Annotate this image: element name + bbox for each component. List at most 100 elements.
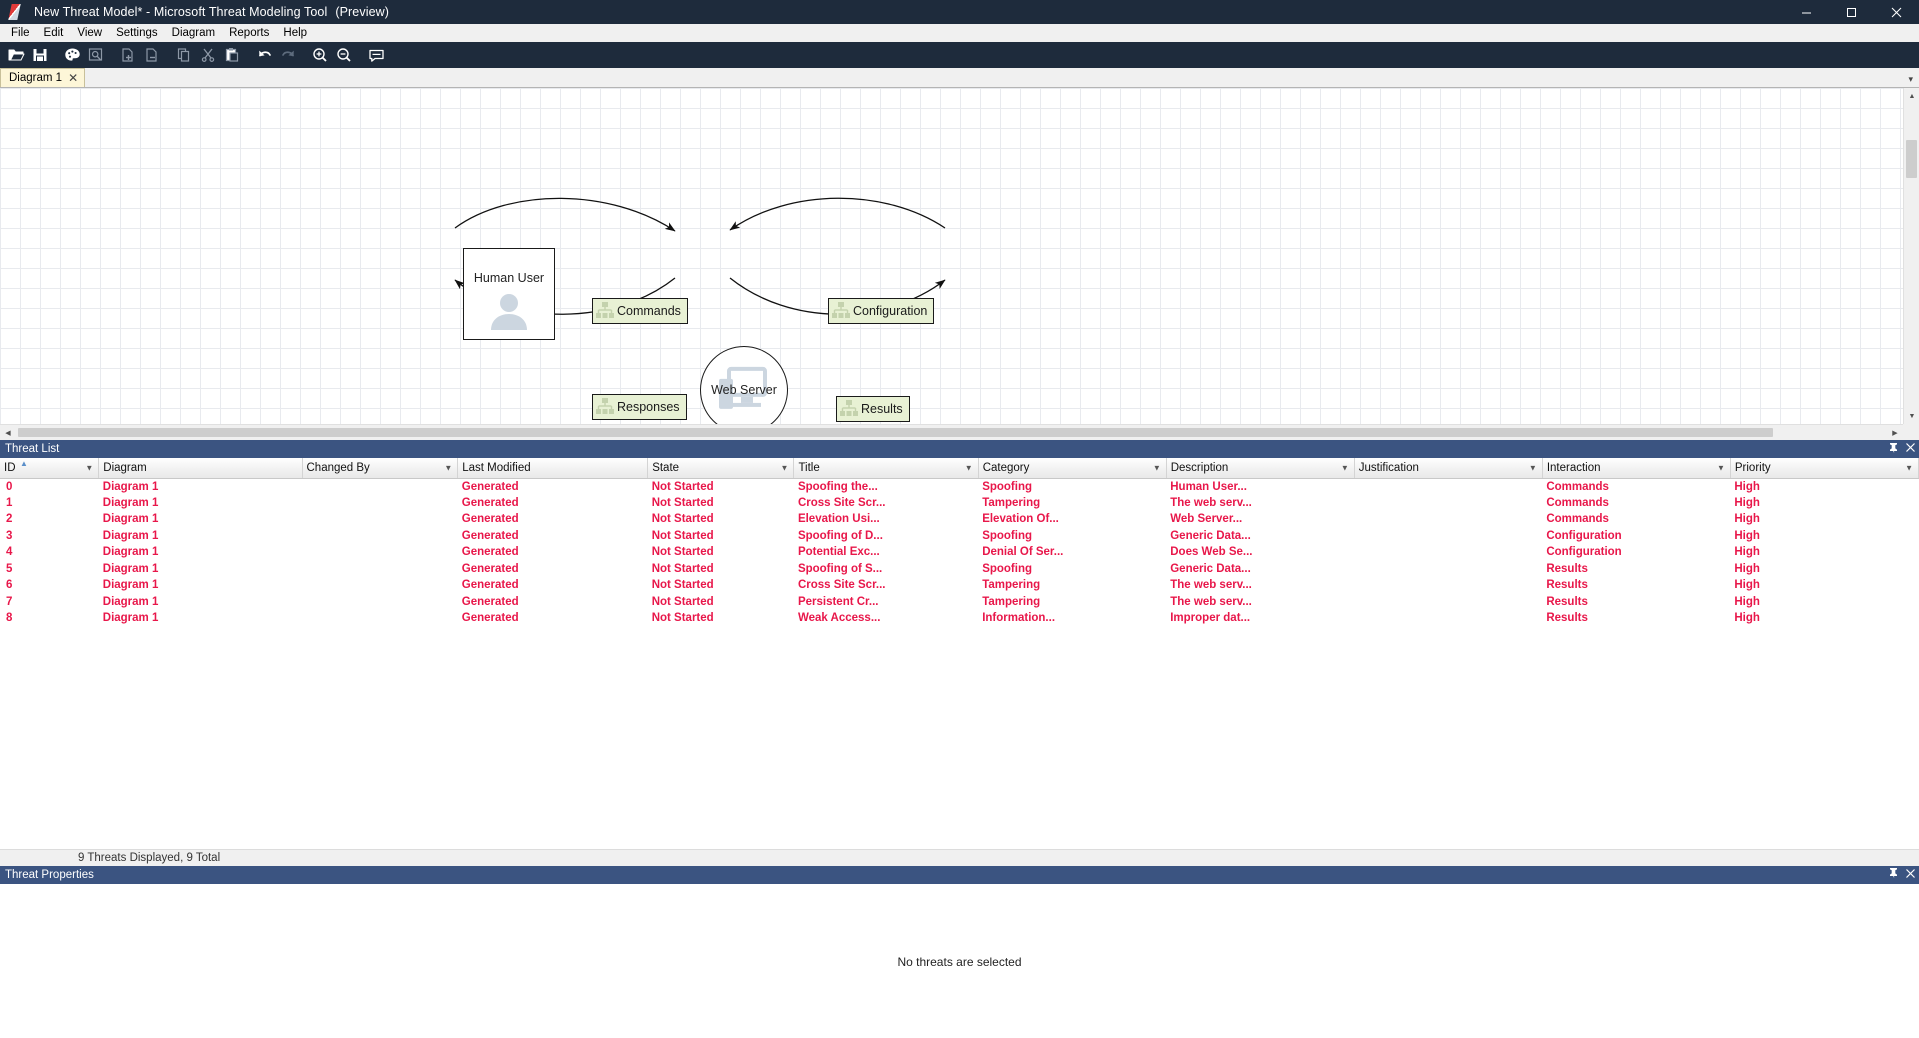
- threat-cell-state: Not Started: [651, 496, 714, 509]
- scroll-down-icon[interactable]: ▼: [1908, 412, 1916, 420]
- window-title-text: New Threat Model* - Microsoft Threat Mod…: [34, 5, 328, 19]
- threat-cell-changed_by: [302, 511, 458, 528]
- threat-cell-diagram: Diagram 1: [102, 562, 159, 575]
- threat-cell-justification: [1354, 577, 1542, 594]
- menu-item-settings[interactable]: Settings: [116, 27, 158, 39]
- column-filter-chevron-down-icon[interactable]: ▼: [1905, 463, 1913, 473]
- horizontal-scroll-thumb[interactable]: [18, 428, 1773, 437]
- threat-column-header-description[interactable]: Description▼: [1166, 458, 1355, 479]
- redo-icon[interactable]: [276, 43, 300, 67]
- threat-column-header-id[interactable]: ID▲▼: [0, 458, 100, 479]
- diagram-canvas-area: Human User Web Server Generic Data Store…: [0, 88, 1919, 440]
- threat-column-header-state[interactable]: State▼: [647, 458, 795, 479]
- threat-cell-priority: High: [1734, 513, 1760, 526]
- threat-cell-last_modified: Generated: [461, 480, 519, 493]
- design-palette-icon[interactable]: [60, 43, 84, 67]
- column-filter-chevron-down-icon[interactable]: ▼: [964, 463, 973, 473]
- column-filter-chevron-down-icon[interactable]: ▼: [780, 463, 789, 473]
- pin-icon[interactable]: [1889, 868, 1898, 881]
- column-filter-chevron-down-icon[interactable]: ▼: [444, 463, 453, 473]
- diagram-flow-label-configuration[interactable]: Configuration: [828, 298, 935, 324]
- add-diagram-icon[interactable]: [116, 43, 140, 67]
- menu-item-edit[interactable]: Edit: [43, 27, 64, 39]
- threat-column-header-category[interactable]: Category▼: [978, 458, 1167, 479]
- tab-diagram-1[interactable]: Diagram 1 ✕: [0, 68, 86, 87]
- open-icon[interactable]: [4, 43, 28, 67]
- panel-close-icon[interactable]: [1906, 868, 1915, 881]
- tab-close-icon[interactable]: ✕: [68, 71, 79, 85]
- maximize-icon[interactable]: [1829, 0, 1874, 24]
- menu-item-view[interactable]: View: [77, 27, 103, 39]
- threat-cell-interaction: Commands: [1546, 480, 1609, 493]
- threat-column-header-title[interactable]: Title▼: [793, 458, 979, 479]
- canvas-vertical-scrollbar[interactable]: ▲ ▼: [1903, 88, 1919, 424]
- zoom-in-icon[interactable]: [308, 43, 332, 67]
- toolbar-separator: [244, 43, 252, 67]
- diagram-flow-label-responses[interactable]: Responses: [592, 394, 687, 420]
- threat-cell-interaction: Configuration: [1546, 546, 1622, 559]
- scroll-right-icon[interactable]: ▶: [1892, 430, 1898, 437]
- minimize-icon[interactable]: [1784, 0, 1829, 24]
- comment-icon[interactable]: [364, 43, 388, 67]
- threat-column-header-justification[interactable]: Justification▼: [1354, 458, 1543, 479]
- flow-label-text: Responses: [617, 399, 680, 414]
- paste-icon[interactable]: [220, 43, 244, 67]
- threat-cell-priority: High: [1734, 612, 1760, 625]
- analysis-view-icon[interactable]: [84, 43, 108, 67]
- threat-cell-title: Cross Site Scr...: [797, 496, 886, 509]
- undo-icon[interactable]: [252, 43, 276, 67]
- threat-column-header-diagram[interactable]: Diagram: [98, 458, 303, 479]
- copy-icon[interactable]: [172, 43, 196, 67]
- canvas-horizontal-scrollbar[interactable]: ◀ ▶: [0, 424, 1903, 440]
- column-filter-chevron-down-icon[interactable]: ▼: [1340, 463, 1349, 473]
- dataflow-icon: [595, 301, 615, 322]
- diagram-node-human-user[interactable]: Human User: [463, 248, 555, 340]
- threat-column-header-priority[interactable]: Priority▼: [1730, 458, 1919, 479]
- threat-column-header-changed_by[interactable]: Changed By▼: [302, 458, 459, 479]
- menu-item-diagram[interactable]: Diagram: [171, 27, 216, 39]
- pin-icon[interactable]: [1889, 442, 1898, 456]
- threat-column-header-last_modified[interactable]: Last Modified: [457, 458, 649, 479]
- save-icon[interactable]: [28, 43, 52, 67]
- column-filter-chevron-down-icon[interactable]: ▼: [1528, 463, 1537, 473]
- menu-item-reports[interactable]: Reports: [229, 27, 270, 39]
- menu-item-file[interactable]: File: [11, 27, 30, 39]
- column-filter-chevron-down-icon[interactable]: ▼: [1716, 463, 1725, 473]
- column-filter-chevron-down-icon[interactable]: ▼: [1152, 463, 1161, 473]
- threat-cell-id: 2: [6, 513, 13, 526]
- cut-icon[interactable]: [196, 43, 220, 67]
- tabstrip-overflow-icon[interactable]: ▾: [1908, 74, 1913, 84]
- column-filter-chevron-down-icon[interactable]: ▼: [85, 463, 94, 473]
- threat-table-empty-space[interactable]: [0, 626, 1919, 849]
- zoom-out-icon[interactable]: [332, 43, 356, 67]
- window-controls: [1784, 0, 1919, 24]
- scroll-up-icon[interactable]: ▲: [1908, 92, 1916, 100]
- threat-column-header-interaction[interactable]: Interaction▼: [1542, 458, 1731, 479]
- dataflow-icon: [831, 301, 851, 322]
- threat-cell-priority: High: [1734, 579, 1760, 592]
- remove-diagram-icon[interactable]: [140, 43, 164, 67]
- threat-cell-category: Tampering: [982, 496, 1041, 509]
- diagram-node-web-server[interactable]: Web Server: [700, 346, 788, 424]
- diagram-canvas[interactable]: Human User Web Server Generic Data Store…: [0, 88, 1903, 424]
- close-icon[interactable]: [1874, 0, 1919, 24]
- threat-cell-id: 4: [6, 546, 13, 559]
- menu-item-help[interactable]: Help: [283, 27, 308, 39]
- diagram-flow-label-commands[interactable]: Commands: [592, 298, 688, 324]
- vertical-scroll-thumb[interactable]: [1906, 140, 1917, 178]
- threat-cell-category: Information...: [982, 612, 1056, 625]
- panel-close-icon[interactable]: [1906, 443, 1915, 455]
- scroll-left-icon[interactable]: ◀: [5, 430, 11, 437]
- diagram-flow-label-results[interactable]: Results: [836, 396, 910, 422]
- threat-cell-last_modified: Generated: [461, 496, 519, 509]
